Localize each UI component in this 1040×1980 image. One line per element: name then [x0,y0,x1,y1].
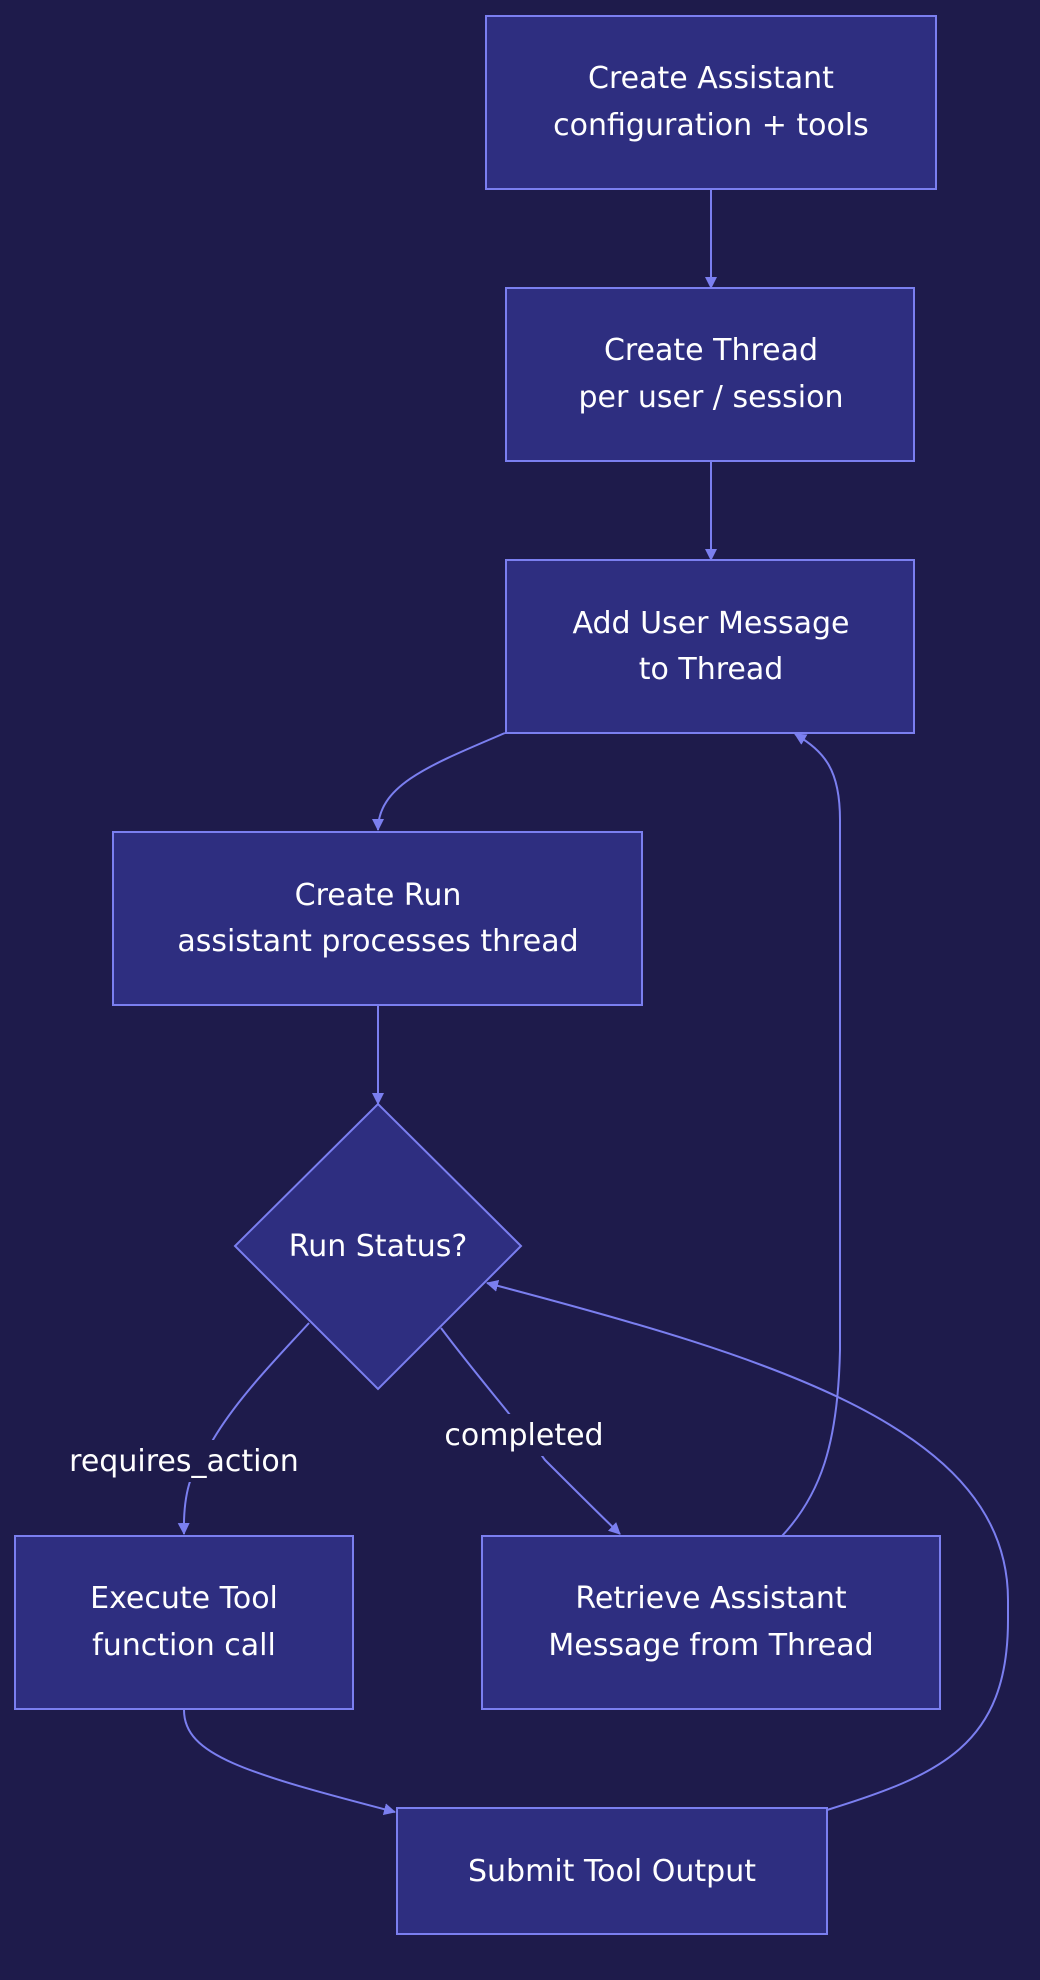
svg-text:Submit Tool Output: Submit Tool Output [468,1854,756,1889]
svg-text:Create Assistant: Create Assistant [588,61,834,96]
node-run-status: Run Status? [233,1102,523,1391]
svg-text:Message from Thread: Message from Thread [548,1628,873,1663]
svg-text:Create Thread: Create Thread [604,333,818,368]
edge-label-completed: completed [440,1414,608,1456]
node-execute-tool: Execute Tool function call [14,1535,354,1710]
node-add-user-message: Add User Message to Thread [505,559,915,734]
svg-text:completed: completed [444,1418,603,1453]
edge-run-status-to-retrieve-message [440,1327,621,1535]
node-retrieve-assistant-message: Retrieve Assistant Message from Thread [481,1535,941,1710]
svg-text:Execute Tool: Execute Tool [90,1581,278,1616]
svg-text:Add User Message: Add User Message [572,606,849,641]
node-create-run: Create Run assistant processes thread [112,831,643,1006]
edge-add-message-to-create-run [372,732,506,831]
edge-run-status-to-execute-tool [177,1322,310,1535]
svg-text:Create Run: Create Run [295,878,462,913]
node-submit-tool-output: Submit Tool Output [396,1807,828,1935]
edge-submit-output-to-run-status [486,1279,1009,1811]
edge-retrieve-message-to-add-message [781,733,841,1537]
svg-text:assistant processes thread: assistant processes thread [177,924,578,959]
svg-text:Run Status?: Run Status? [289,1229,468,1264]
svg-text:Retrieve Assistant: Retrieve Assistant [575,1581,846,1616]
edge-execute-tool-to-submit-output [183,1709,396,1816]
svg-text:requires_action: requires_action [69,1444,299,1479]
node-create-thread: Create Thread per user / session [505,287,915,462]
svg-text:function call: function call [92,1628,276,1663]
edge-label-requires-action: requires_action [65,1440,305,1482]
node-create-assistant: Create Assistant configuration + tools [485,15,937,190]
svg-text:to Thread: to Thread [639,652,784,687]
svg-text:per user / session: per user / session [578,380,843,415]
svg-text:configuration + tools: configuration + tools [553,108,869,143]
